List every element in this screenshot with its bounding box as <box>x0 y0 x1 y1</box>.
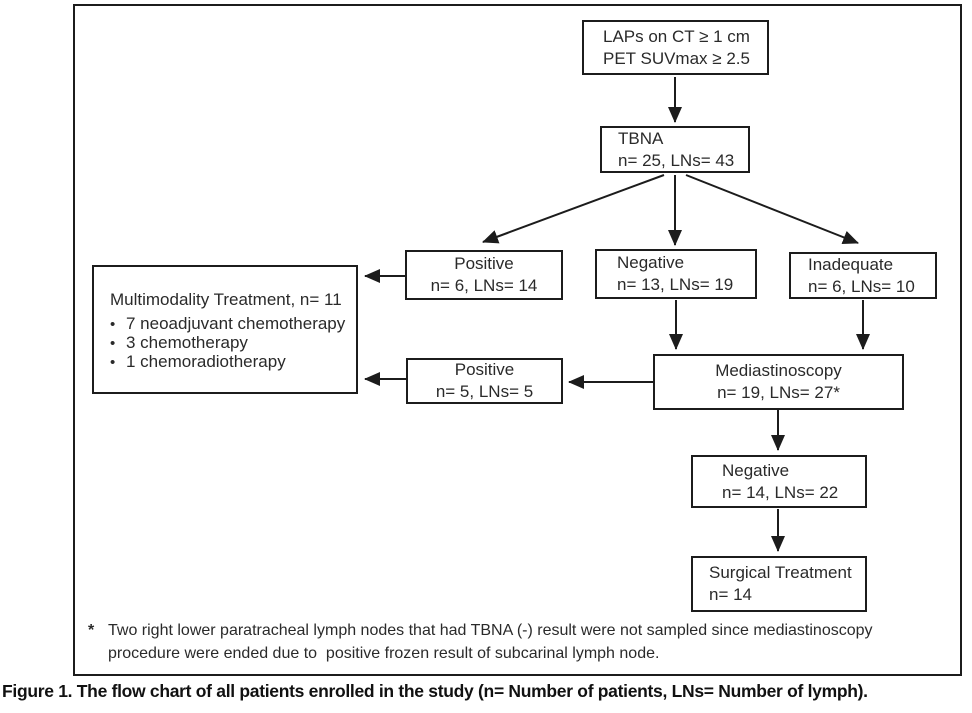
multimodality-title: Multimodality Treatment, n= 11 <box>110 289 342 309</box>
box-laps-criteria: LAPs on CT ≥ 1 cm PET SUVmax ≥ 2.5 <box>582 20 769 75</box>
box-line: Positive <box>454 360 515 379</box>
box-line: TBNA <box>618 128 664 148</box>
box-line: Surgical Treatment <box>709 563 852 582</box>
multimodality-item: 1 chemoradiotherapy <box>126 351 286 371</box>
footnote-line: procedure were ended due to positive fro… <box>108 645 660 662</box>
box-line: n= 14, LNs= 22 <box>722 482 839 502</box>
box-line: n= 19, LNs= 27* <box>717 383 840 402</box>
arrow-tbna-to-positive <box>482 174 665 244</box>
box-tbna: TBNA n= 25, LNs= 43 <box>600 126 750 173</box>
multimodality-item-row: • 7 neoadjuvant chemotherapy <box>110 313 346 334</box>
figure-footnote: * Two right lower paratracheal lymph nod… <box>88 619 950 665</box>
box-line: n= 6, LNs= 10 <box>808 276 915 296</box>
box-line: Negative <box>617 253 685 272</box>
box-line: n= 6, LNs= 14 <box>430 276 538 295</box>
box-line: Mediastinoscopy <box>715 361 842 380</box>
box-line: n= 25, LNs= 43 <box>618 150 735 170</box>
box-line: LAPs on CT ≥ 1 cm <box>603 26 750 46</box>
box-line: n= 13, LNs= 19 <box>617 275 734 294</box>
bullet-icon: • <box>110 334 116 352</box>
footnote-line: Two right lower paratracheal lymph nodes… <box>108 622 873 639</box>
box-mediastinoscopy: Mediastinoscopy n= 19, LNs= 27* <box>653 354 904 410</box>
figure-border <box>73 4 962 676</box>
box-tbna-inadequate: Inadequate n= 6, LNs= 10 <box>789 252 937 299</box>
bullet-icon: • <box>110 315 116 333</box>
box-line: Positive <box>454 254 514 273</box>
multimodality-item: 3 chemotherapy <box>126 332 248 352</box>
bullet-icon: • <box>110 353 116 371</box>
box-multimodality-treatment: Multimodality Treatment, n= 11 • 7 neoad… <box>92 265 358 394</box>
box-line: n= 5, LNs= 5 <box>435 382 534 401</box>
box-line: PET SUVmax ≥ 2.5 <box>603 48 750 68</box>
box-surgical-treatment: Surgical Treatment n= 14 <box>691 556 867 612</box>
footnote-text: Two right lower paratracheal lymph nodes… <box>108 619 873 665</box>
footnote-asterisk: * <box>88 622 95 639</box>
box-mediastinoscopy-positive: Positive n= 5, LNs= 5 <box>406 358 563 404</box>
box-mediastinoscopy-negative: Negative n= 14, LNs= 22 <box>691 455 867 508</box>
multimodality-item-row: • 3 chemotherapy <box>110 332 248 353</box>
box-tbna-negative: Negative n= 13, LNs= 19 <box>595 249 757 299</box>
box-line: n= 14 <box>709 585 753 604</box>
figure-caption: Figure 1. The flow chart of all patients… <box>2 681 868 701</box>
box-line: Negative <box>722 460 790 480</box>
multimodality-item: 7 neoadjuvant chemotherapy <box>126 313 346 333</box>
multimodality-item-row: • 1 chemoradiotherapy <box>110 351 286 372</box>
arrow-tbna-to-inadequate <box>685 174 859 244</box>
box-line: Inadequate <box>808 254 894 274</box>
box-tbna-positive: Positive n= 6, LNs= 14 <box>405 250 563 300</box>
